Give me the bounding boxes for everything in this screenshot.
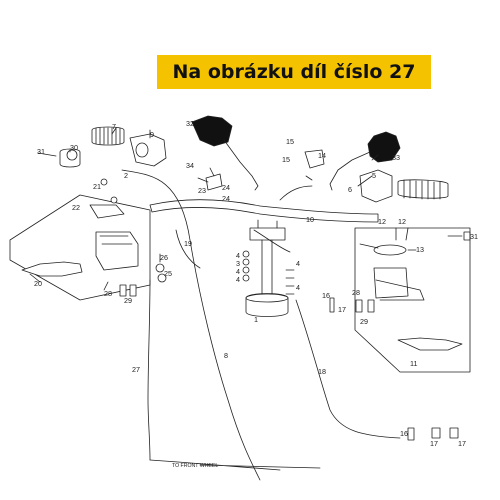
front-wheel-label: TO FRONT WHEEL (172, 463, 218, 469)
callout: 33 (392, 153, 400, 162)
callout: 4 (236, 267, 240, 276)
callout: 10 (306, 215, 314, 224)
callout: 16 (400, 429, 408, 438)
front-brake-lever-left (21, 261, 83, 277)
callout: 31 (37, 147, 45, 156)
callout: 22 (72, 203, 80, 212)
callout: 23 (198, 186, 206, 195)
callout: 6 (348, 185, 352, 194)
clutch-cable (295, 299, 401, 439)
callout: 9 (150, 130, 154, 139)
handlebar-clamp (249, 227, 286, 241)
callout: 4 (236, 251, 240, 260)
callout: 11 (410, 359, 417, 368)
callout: 18 (318, 367, 326, 376)
part-number-banner: Na obrázku díl číslo 27 (157, 55, 431, 89)
callout: 12 (378, 217, 386, 226)
callout: 4 (296, 283, 300, 292)
left-reservoir-cap (89, 204, 125, 219)
brake-hose-27 (147, 279, 151, 461)
callout: 25 (164, 269, 172, 278)
callout: 24 (222, 194, 230, 203)
callout: 28 (352, 288, 360, 297)
callout: 29 (360, 317, 368, 326)
callout: 5 (372, 171, 376, 180)
callout: 21 (93, 182, 101, 191)
callout: 13 (416, 245, 424, 254)
callout: 4 (236, 275, 240, 284)
right-switch-housing (359, 169, 393, 203)
right-mirror (367, 131, 401, 163)
callout: 4 (296, 259, 300, 268)
callout: 30 (70, 143, 78, 152)
stem-base (245, 293, 289, 317)
callout: 34 (186, 161, 194, 170)
callout: 1 (254, 315, 258, 324)
callout: 16 (322, 291, 330, 300)
callout: 17 (430, 439, 438, 448)
callout: 31 (470, 232, 478, 241)
right-grip (397, 179, 449, 199)
left-mirror (191, 115, 233, 147)
callout: 15 (286, 137, 294, 146)
throttle-cable (121, 169, 261, 481)
callout: 32 (186, 119, 194, 128)
callout: 26 (160, 253, 168, 262)
callout: 14 (318, 151, 326, 160)
callout: 8 (224, 351, 228, 360)
callout: 7 (112, 122, 116, 131)
callout: 19 (184, 239, 192, 248)
callout: 29 (124, 296, 132, 305)
callout: 20 (34, 279, 42, 288)
callout: 3 (236, 259, 240, 268)
steering-stem (261, 239, 273, 301)
callout: 28 (104, 289, 112, 298)
callout: 17 (458, 439, 466, 448)
choke-cable (175, 229, 201, 269)
callout: 12 (398, 217, 406, 226)
callout: 27 (132, 365, 140, 374)
front-brake-lever-right (397, 337, 463, 351)
callout: 17 (338, 305, 346, 314)
right-master-cylinder-box (354, 227, 471, 373)
banner-text: Na obrázku díl číslo 27 (172, 61, 416, 83)
callout: 2 (124, 171, 128, 180)
left-master-cylinder (95, 231, 139, 271)
handlebar (149, 199, 379, 223)
callout: 24 (222, 183, 230, 192)
callout: 15 (282, 155, 290, 164)
